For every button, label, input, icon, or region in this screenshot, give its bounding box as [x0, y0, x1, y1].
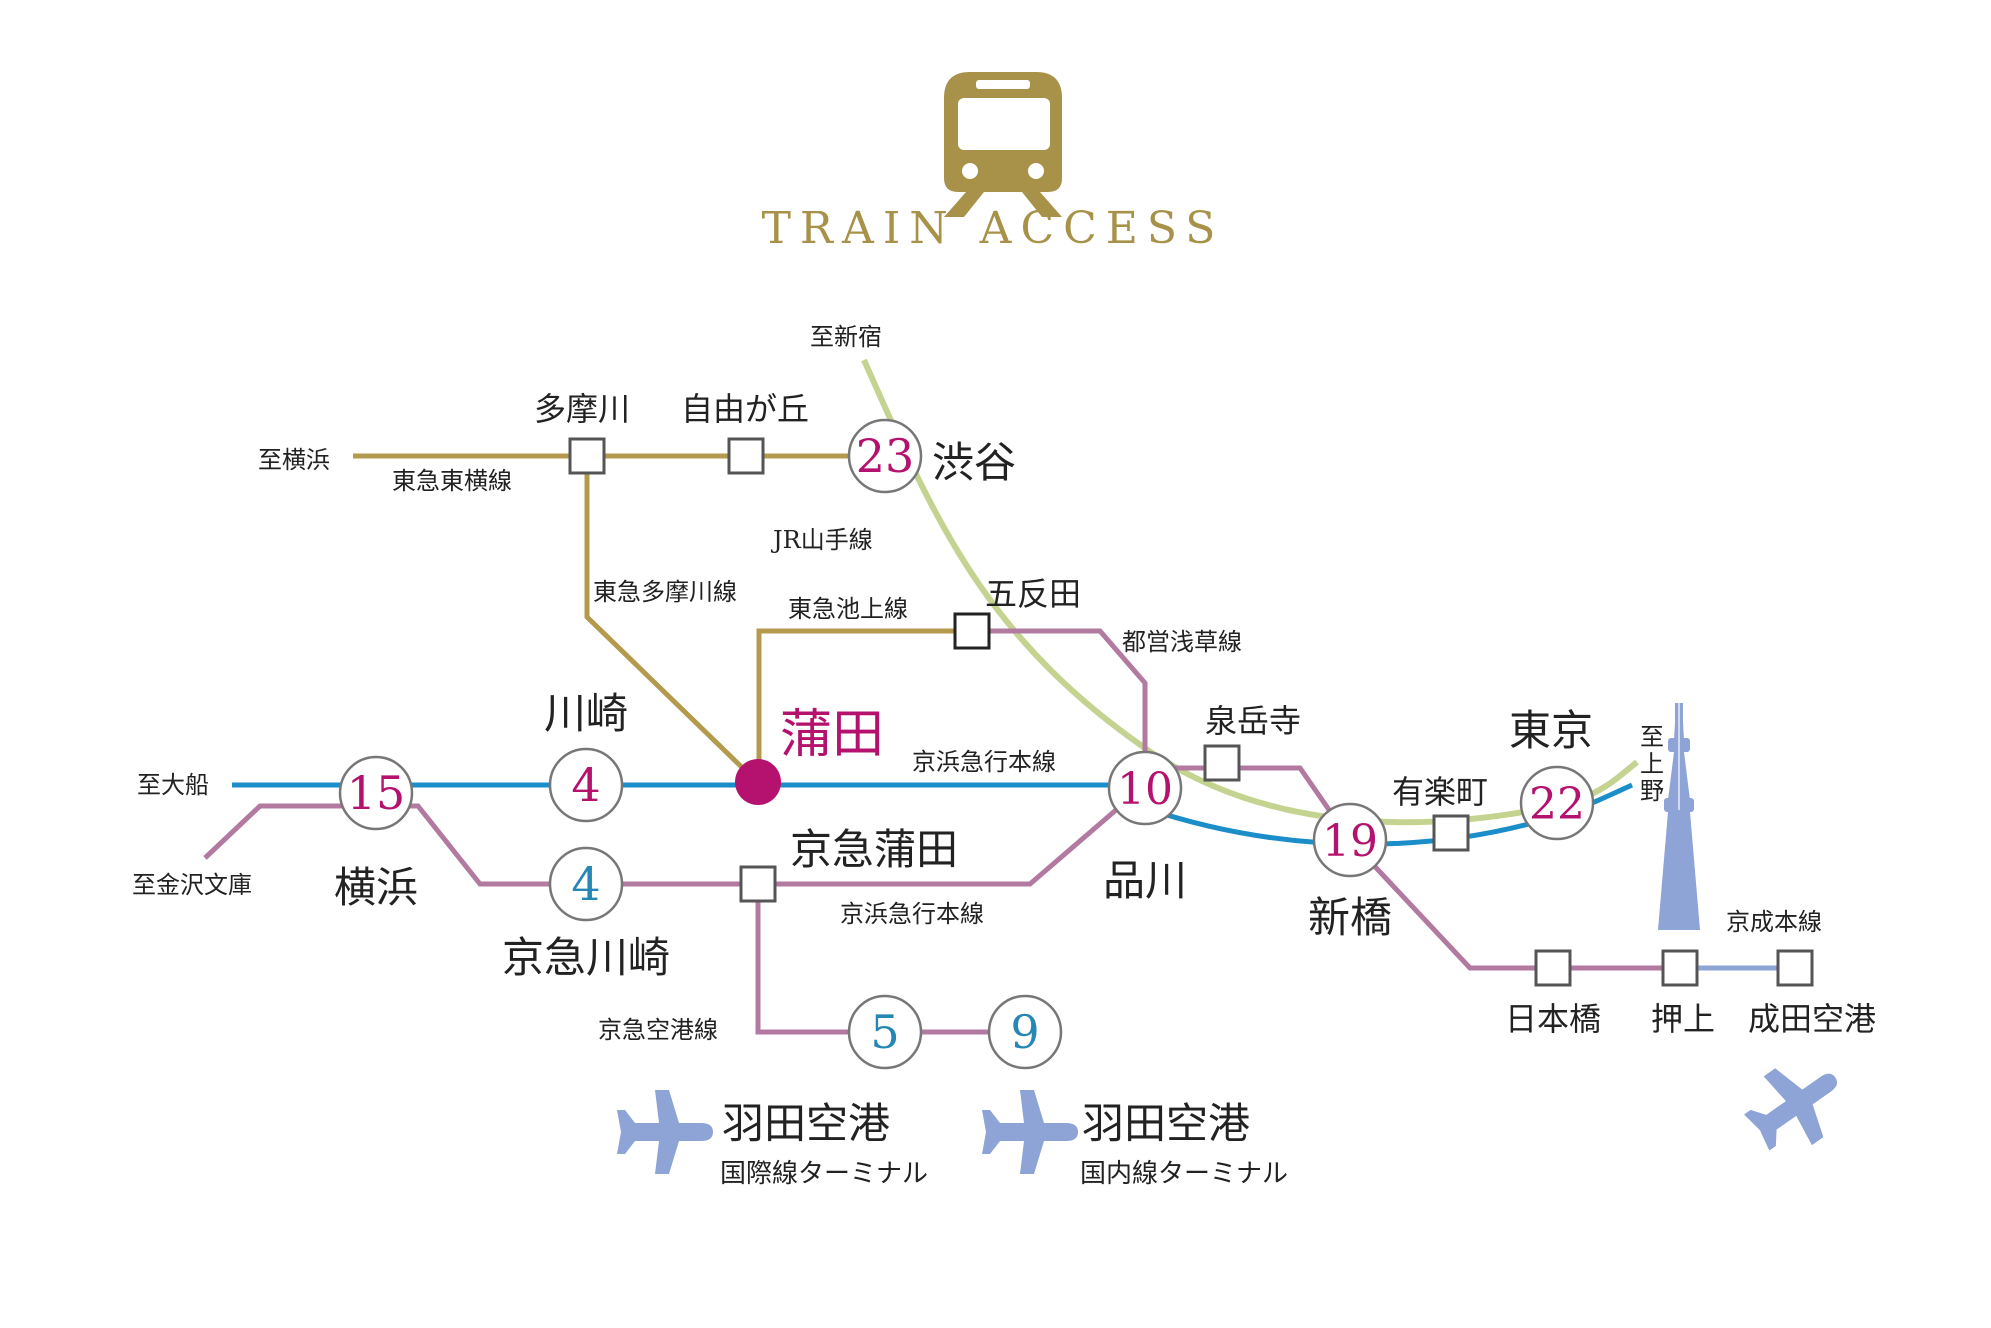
- station-narita: 成田空港: [1748, 1000, 1876, 1038]
- station-nihonbashi: 日本橋: [1505, 1000, 1601, 1038]
- tamagawa-line: [584, 456, 757, 782]
- haneda-intl-minutes-circle[interactable]: 5: [847, 994, 923, 1070]
- label-ikegami-line: 東急池上線: [788, 595, 908, 623]
- airplane-icon-haneda-intl: [617, 1090, 713, 1174]
- dest-ueno: 至 上 野: [1640, 723, 1664, 805]
- station-yokohama: 横浜: [334, 863, 418, 912]
- shibuya-minutes-circle[interactable]: 23: [847, 418, 923, 494]
- dest-yokohama: 至横浜: [258, 446, 330, 474]
- station-haneda-intl-sub: 国際線ターミナル: [720, 1159, 928, 1189]
- station-keikyu-kamata: 京急蒲田: [790, 825, 958, 874]
- station-kamata: 蒲田: [780, 705, 884, 765]
- dest-ueno-3: 野: [1640, 777, 1664, 805]
- label-yamanote-line: JR山手線: [770, 526, 873, 554]
- station-haneda-dom: 羽田空港: [1082, 1099, 1250, 1148]
- blue-line-east: [1144, 782, 1634, 847]
- skytree-tower-icon: [1658, 700, 1700, 930]
- kawasaki-minutes-circle[interactable]: 4: [548, 747, 624, 823]
- shinbashi-minutes: 19: [1322, 816, 1378, 867]
- label-airport-line: 京急空港線: [598, 1016, 718, 1044]
- tokyo-minutes: 22: [1529, 779, 1585, 830]
- keikyu-main-line-lower: [203, 783, 1147, 887]
- station-sengakuji-marker[interactable]: [1203, 744, 1241, 782]
- label-keisei-line: 京成本線: [1726, 908, 1822, 936]
- tokyo-minutes-circle[interactable]: 22: [1519, 765, 1595, 841]
- airplane-icon-haneda-dom: [982, 1090, 1078, 1174]
- station-shinagawa: 品川: [1103, 856, 1187, 905]
- station-oshiage: 押上: [1651, 1000, 1715, 1038]
- dest-ueno-1: 至: [1640, 723, 1664, 751]
- station-gotanda-marker[interactable]: [953, 612, 991, 650]
- label-keihin-lower: 京浜急行本線: [840, 900, 984, 928]
- station-yurakucho: 有楽町: [1392, 773, 1488, 811]
- station-nihonbashi-marker[interactable]: [1534, 949, 1572, 987]
- label-asakusa-line: 都営浅草線: [1122, 628, 1242, 656]
- station-tokyo: 東京: [1509, 706, 1593, 755]
- station-tamagawa-marker[interactable]: [568, 437, 606, 475]
- dest-shinjuku: 至新宿: [810, 323, 882, 351]
- station-shinbashi: 新橋: [1308, 893, 1392, 942]
- label-toyoko-line: 東急東横線: [392, 467, 512, 495]
- station-gotanda: 五反田: [985, 575, 1081, 613]
- dest-ueno-2: 上: [1640, 750, 1664, 778]
- train-icon: [944, 72, 1062, 217]
- dest-ofuna: 至大船: [137, 771, 209, 799]
- kawasaki-minutes: 4: [571, 758, 600, 812]
- yokohama-minutes-circle[interactable]: 15: [338, 755, 414, 831]
- ikegami-line: [756, 628, 972, 780]
- station-yurakucho-marker[interactable]: [1432, 814, 1470, 852]
- station-kamata-marker[interactable]: [735, 759, 781, 805]
- yokohama-minutes: 15: [347, 766, 406, 820]
- station-shibuya: 渋谷: [932, 438, 1016, 487]
- station-jiyugaoka: 自由が丘: [681, 390, 809, 428]
- station-haneda-intl: 羽田空港: [722, 1099, 890, 1148]
- station-oshiage-marker[interactable]: [1661, 949, 1699, 987]
- station-tamagawa: 多摩川: [534, 390, 630, 428]
- keikyu-kawasaki-minutes: 4: [571, 857, 600, 911]
- header-title: TRAIN ACCESS: [762, 203, 1225, 254]
- airport-line: [755, 884, 1025, 1035]
- label-tamagawa-line: 東急多摩川線: [593, 578, 737, 606]
- station-keikyu-kamata-marker[interactable]: [739, 865, 777, 903]
- haneda-dom-minutes-circle[interactable]: 9: [987, 994, 1063, 1070]
- shinagawa-minutes: 10: [1117, 764, 1173, 815]
- station-jiyugaoka-marker[interactable]: [727, 437, 765, 475]
- haneda-intl-minutes: 5: [870, 1005, 899, 1059]
- label-keihin-upper: 京浜急行本線: [912, 748, 1056, 776]
- airplane-icon-narita: [1744, 1068, 1838, 1151]
- station-kawasaki: 川崎: [544, 689, 628, 738]
- station-sengakuji: 泉岳寺: [1205, 702, 1301, 740]
- dest-kanazawa: 至金沢文庫: [132, 871, 252, 899]
- haneda-dom-minutes: 9: [1010, 1005, 1039, 1059]
- station-haneda-dom-sub: 国内線ターミナル: [1080, 1159, 1288, 1189]
- shinbashi-minutes-circle[interactable]: 19: [1312, 802, 1388, 878]
- keikyu-kawasaki-minutes-circle[interactable]: 4: [548, 846, 624, 922]
- station-narita-marker[interactable]: [1776, 949, 1814, 987]
- station-keikyu-kawasaki: 京急川崎: [502, 933, 670, 982]
- shinagawa-minutes-circle[interactable]: 10: [1107, 750, 1183, 826]
- shibuya-minutes: 23: [856, 429, 915, 483]
